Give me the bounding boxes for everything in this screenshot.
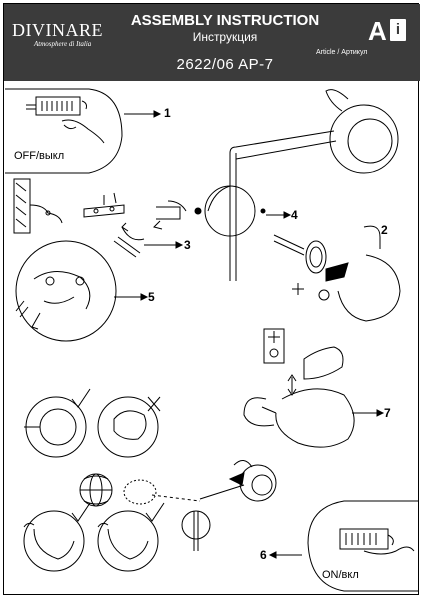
switch-on-label: ON/вкл bbox=[322, 569, 359, 581]
step-number-6: 6 bbox=[260, 548, 267, 562]
step6-switch-on-illustration bbox=[307, 500, 419, 592]
title-russian: Инструкция bbox=[192, 30, 258, 44]
article-label: Article / Артикул bbox=[316, 49, 368, 56]
adjust-lamp-illustration bbox=[243, 328, 355, 448]
screwdriver-illustration bbox=[153, 200, 187, 230]
instruction-sheet: DIVINARE Atmosphere di Italia ASSEMBLY I… bbox=[3, 3, 420, 595]
shade-position-correct-2 bbox=[23, 502, 91, 572]
switch-off-label: OFF/выкл bbox=[14, 150, 65, 162]
lamp-assembled bbox=[194, 89, 399, 281]
step-number-3: 3 bbox=[184, 238, 191, 252]
wall-mount-illustration bbox=[13, 178, 145, 258]
shade-socket-illustration bbox=[273, 234, 401, 322]
wiring-globe-illustration bbox=[15, 240, 117, 342]
shade-position-incorrect bbox=[97, 396, 161, 458]
step-number-7: 7 bbox=[384, 406, 391, 420]
step-number-5: 5 bbox=[148, 290, 155, 304]
assembly-drawing bbox=[5, 88, 419, 592]
step1-switch-off-illustration bbox=[5, 88, 123, 174]
read-instructions-icon: A i bbox=[368, 16, 412, 46]
article-number: 2622/06 AP-7 bbox=[176, 56, 274, 73]
header-bar: DIVINARE Atmosphere di Italia ASSEMBLY I… bbox=[4, 4, 420, 81]
title-english: ASSEMBLY INSTRUCTION bbox=[130, 12, 320, 29]
rotation-illustration bbox=[79, 473, 201, 507]
brand-logo: DIVINARE bbox=[12, 20, 103, 40]
step-number-2: 2 bbox=[381, 223, 388, 237]
step-number-1: 1 bbox=[164, 106, 171, 120]
lamp-mini bbox=[181, 460, 277, 551]
shade-position-correct-3 bbox=[97, 502, 165, 572]
brand-tagline: Atmosphere di Italia bbox=[34, 40, 92, 48]
shade-position-correct bbox=[24, 388, 91, 458]
step-number-4: 4 bbox=[291, 208, 298, 222]
